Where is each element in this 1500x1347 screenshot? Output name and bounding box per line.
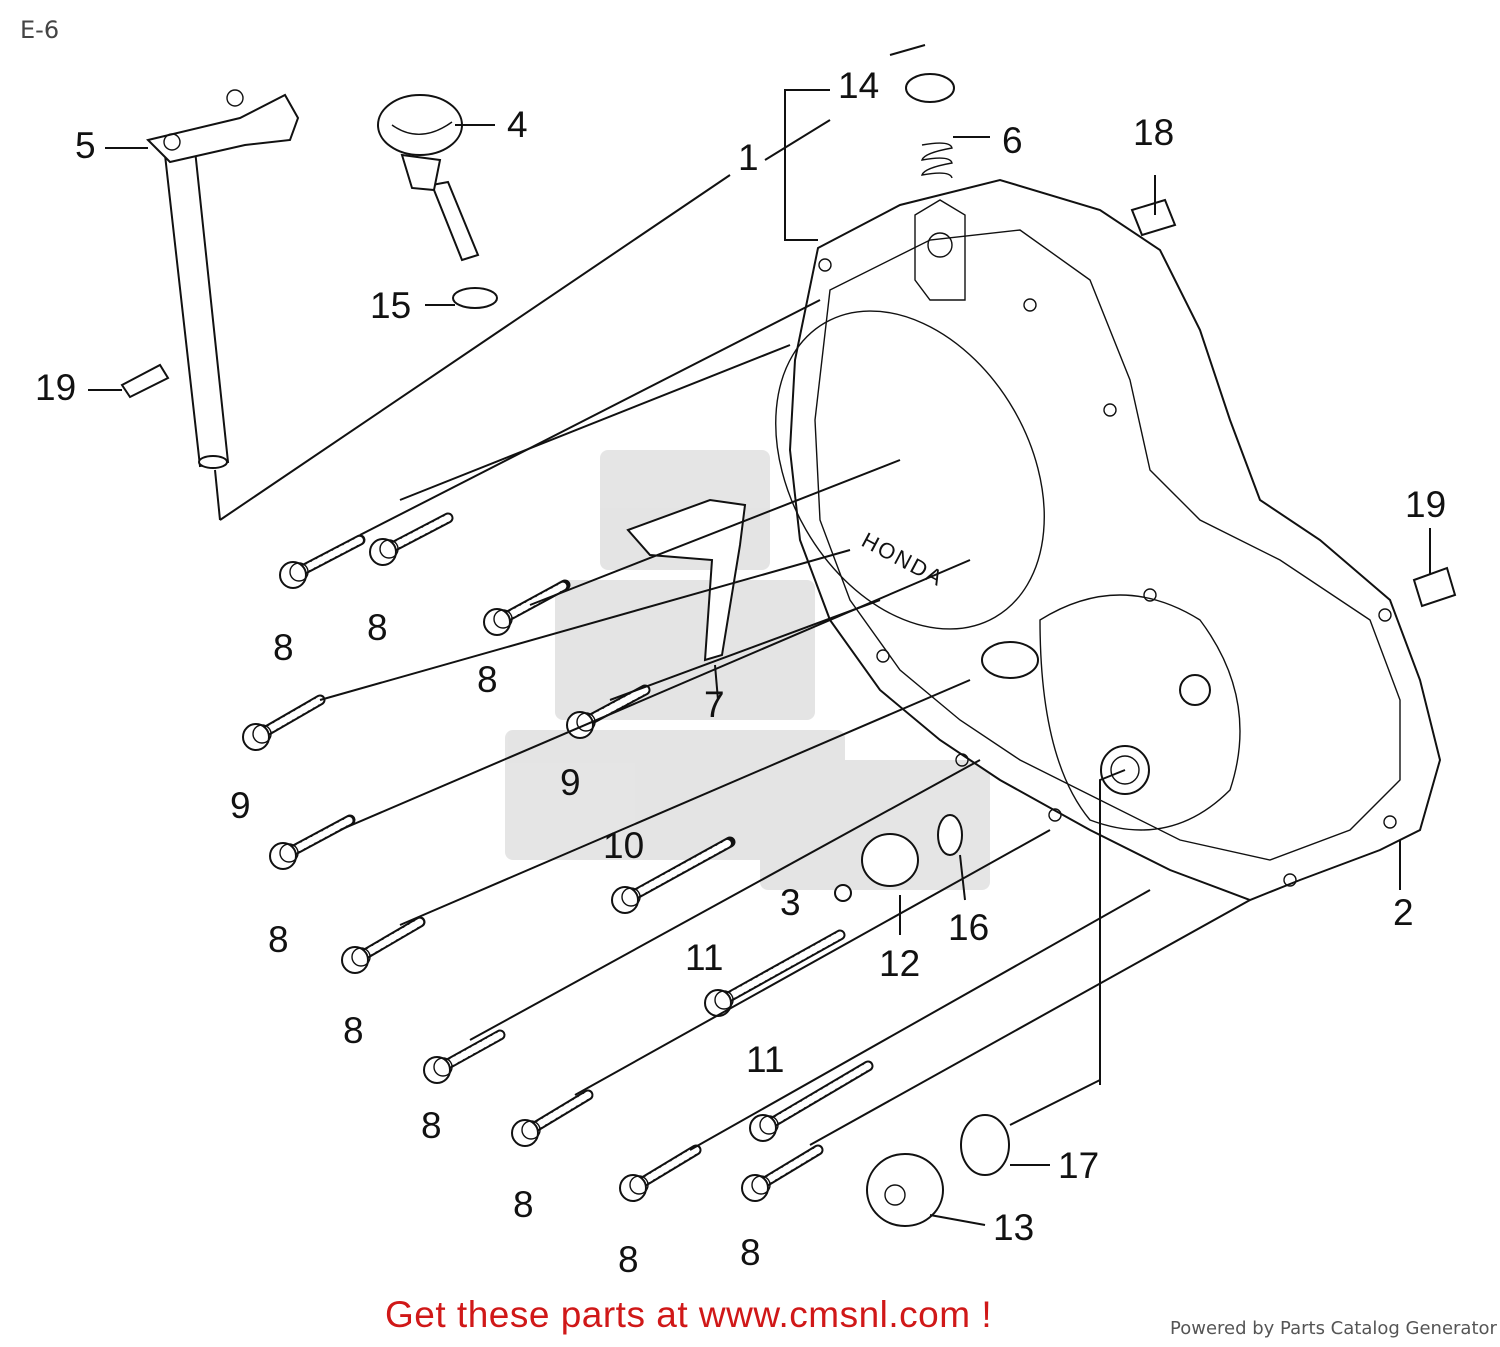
sheet-code: E-6 <box>20 16 60 44</box>
callout-8: 8 <box>268 919 289 960</box>
flange-bolt <box>749 1060 874 1142</box>
callout-8: 8 <box>343 1010 364 1051</box>
callout-8: 8 <box>477 659 498 700</box>
callout-6: 6 <box>1002 120 1023 161</box>
powered-by-text: Powered by Parts Catalog Generator <box>1170 1318 1497 1339</box>
callout-12: 12 <box>879 943 920 984</box>
callout-3: 3 <box>780 882 801 923</box>
bracket <box>626 498 747 662</box>
callout-17: 17 <box>1058 1145 1099 1186</box>
callout-8: 8 <box>273 627 294 668</box>
flange-bolt <box>423 1029 506 1084</box>
flange-bolt <box>269 814 356 870</box>
shift-shaft <box>146 89 300 469</box>
callout-10: 10 <box>603 825 644 866</box>
callout-8: 8 <box>421 1105 442 1146</box>
callout-11: 11 <box>746 1039 784 1080</box>
spring-cap <box>905 73 955 103</box>
cta-link[interactable]: Get these parts at www.cmsnl.com ! <box>385 1294 993 1335</box>
flange-bolt <box>511 1089 594 1147</box>
callout-19: 19 <box>1405 484 1446 525</box>
gasket-17 <box>937 814 963 856</box>
callout-18: 18 <box>1133 112 1174 153</box>
washer-3 <box>834 884 852 902</box>
callout-8: 8 <box>367 607 388 648</box>
callout-8: 8 <box>513 1184 534 1225</box>
callout-13: 13 <box>993 1207 1034 1248</box>
plug-14 <box>866 1153 944 1227</box>
callout-8: 8 <box>740 1232 761 1273</box>
callout-19: 19 <box>35 367 76 408</box>
leader-lines <box>88 44 1431 1226</box>
callout-14: 14 <box>838 65 879 106</box>
flange-bolt <box>369 512 454 566</box>
collar-right <box>1412 566 1457 608</box>
callout-5: 5 <box>75 125 96 166</box>
flange-bolt <box>341 916 426 974</box>
callout-7: 7 <box>704 684 725 725</box>
flange-bolt <box>242 694 326 751</box>
callout-9: 9 <box>230 785 251 826</box>
flange-bolt <box>279 534 366 589</box>
oil-filler-cap <box>377 94 498 309</box>
callout-1: 1 <box>738 137 759 178</box>
spring <box>921 142 953 179</box>
bolt-group <box>242 512 874 1202</box>
callout-11: 11 <box>685 937 723 978</box>
callout-16: 16 <box>948 907 989 948</box>
clutch-cover: HONDA <box>775 178 1442 902</box>
collar-top <box>1130 198 1177 237</box>
dowel-pin <box>120 363 170 399</box>
callout-15: 15 <box>370 285 411 326</box>
flange-bolt <box>483 579 571 636</box>
gasket-18 <box>960 1114 1010 1176</box>
callout-9: 9 <box>560 762 581 803</box>
flange-bolt <box>741 1144 824 1202</box>
callout-4: 4 <box>507 104 528 145</box>
callout-2: 2 <box>1393 892 1414 933</box>
flange-bolt <box>704 929 846 1017</box>
flange-bolt <box>566 684 651 739</box>
flange-bolt <box>611 836 736 914</box>
flange-bolt <box>619 1144 702 1202</box>
plug-13 <box>861 833 919 887</box>
callout-8: 8 <box>618 1239 639 1280</box>
